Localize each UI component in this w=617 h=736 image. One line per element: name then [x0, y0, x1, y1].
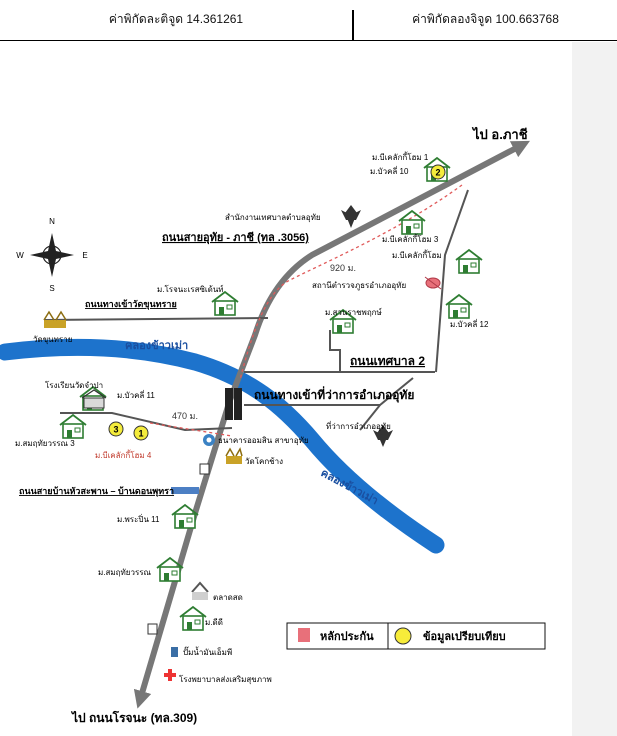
police-badge-icon [424, 276, 442, 290]
compass-rose-icon: N S W E [16, 217, 87, 293]
label-distance-470: 470 ม. [172, 411, 198, 421]
compass-e: E [82, 251, 87, 260]
scan-margin [572, 42, 617, 736]
house-icon [211, 291, 239, 316]
market-icon [191, 581, 209, 600]
label-market: ตลาดสด [213, 593, 243, 602]
label-hospital: โรงพยาบาลส่งเสริมสุขภาพ [179, 674, 272, 684]
label-road-uthai-phachi: ถนนสายอุทัย - ภาชี (ทล .3056) [162, 231, 309, 245]
label-gas-station: ปั๊มน้ำมันเอ็มพี [183, 646, 232, 657]
label-distance-920: 920 ม. [330, 263, 356, 273]
label-wat-khok-chang: วัดโคกช้าง [245, 456, 283, 466]
label-office-tambon: สำนักงานเทศบาลตำบลอุทัย [225, 213, 321, 222]
label-village: ม.บีเคลักกี้โฮม 4 [95, 449, 152, 460]
bridge-icon [225, 388, 242, 420]
temple-icon [225, 447, 243, 464]
label-road-to-wat: ถนนทางเข้าวัดขุนทราย [85, 299, 177, 310]
legend-evidence-label: หลักประกัน [320, 630, 374, 643]
government-emblem-icon [341, 205, 361, 228]
marker-1: 1 [133, 425, 149, 441]
house-icon [398, 210, 426, 235]
label-village: ม.ดีดี [205, 618, 223, 627]
house-icon [179, 606, 207, 631]
label-school: โรงเรียนวัดจำปา [45, 380, 103, 390]
label-village: ม.สมฤทัยวรรณ 3 [15, 439, 75, 448]
temple-icon [43, 310, 67, 328]
header-divider [352, 10, 354, 40]
road-to-wat-khun-sai [44, 317, 269, 321]
bank-icon [203, 434, 215, 446]
map-legend: หลักประกัน ข้อมูลเปรียบเทียบ [286, 622, 546, 650]
label-bank: ธนาคารออมสิน สาขาอุทัย [218, 436, 309, 445]
label-wat-khun-sai: วัดขุนทราย [33, 335, 72, 344]
dotted-route-920 [239, 184, 463, 381]
label-village: ม.สวนราชพฤกษ์ [325, 307, 382, 317]
compass-s: S [49, 284, 54, 293]
compass-w: W [16, 251, 24, 260]
latitude-text: ค่าพิกัดละติจูด 14.361261 [108, 12, 244, 26]
label-village: ม.โรจนะเรสซิเด้นท์ [157, 284, 224, 294]
svg-text:1: 1 [138, 429, 143, 439]
label-road-ban-hua-saphan: ถนนสายบ้านหัวสะพาน – บ้านดอนพุทรา [19, 486, 174, 497]
shop-sign-icon [147, 463, 210, 635]
government-emblem-icon [373, 425, 393, 447]
label-district-office: ที่ว่าการอำเภออุทัย [326, 420, 391, 431]
label-village: ม.บีเคลักกี้โฮม 3 [382, 233, 439, 244]
compass-n: N [49, 217, 55, 226]
house-icon [455, 249, 483, 274]
billboard-icon [171, 487, 199, 494]
house-icon [445, 294, 473, 319]
marker-3: 3 [108, 421, 124, 437]
label-to-rojana: ไป ถนนโรจนะ (ทล.309) [70, 710, 197, 725]
road-district-branch [359, 404, 381, 431]
dotted-route-470 [149, 422, 233, 437]
label-village: ม.บัวคลี่ 11 [117, 389, 155, 400]
label-village: ม.บีเคลักกี้โฮม [392, 249, 442, 260]
coordinates-header: ค่าพิกัดละติจูด 14.361261 ค่าพิกัดลองจิจ… [0, 0, 617, 41]
legend-comparison-swatch [394, 627, 412, 645]
hospital-cross-icon [164, 669, 176, 681]
school-icon [81, 389, 107, 409]
road-ban-hua-saphan [60, 412, 233, 432]
road-suan-rachaphruek [329, 330, 341, 372]
road-vertical-east [435, 189, 469, 373]
house-icon [59, 414, 87, 439]
label-village: ม.บีเคลักกี้โฮม 1 [372, 151, 429, 162]
label-canal-1: คลองข้าวเม่า [125, 339, 188, 352]
road-uthai-phachi [133, 140, 530, 709]
longitude-text: ค่าพิกัดลองจิจูด 100.663768 [412, 12, 559, 26]
svg-text:2: 2 [435, 168, 440, 178]
label-village: ม.บัวคลี่ 12 [450, 318, 489, 329]
legend-evidence-swatch [298, 628, 310, 642]
label-road-tessaban2: ถนนเทศบาล 2 [350, 354, 425, 368]
marker-2: 2 [430, 164, 446, 180]
svg-text:3: 3 [113, 425, 118, 435]
gas-pump-icon [171, 647, 178, 657]
label-police-station: สถานีตำรวจภูธรอำเภออุทัย [312, 281, 406, 291]
label-village: ม.พระปิ่น 11 [117, 513, 160, 524]
label-village: ม.สมฤทัยวรรณ [98, 568, 152, 577]
label-road-to-district: ถนนทางเข้าที่ว่าการอำเภออุทัย [254, 386, 414, 403]
legend-comparison-label: ข้อมูลเปรียบเทียบ [423, 630, 506, 644]
label-to-phachi: ไป อ.ภาชี [471, 126, 528, 142]
label-village: ม.บัวคลี่ 10 [370, 165, 409, 176]
